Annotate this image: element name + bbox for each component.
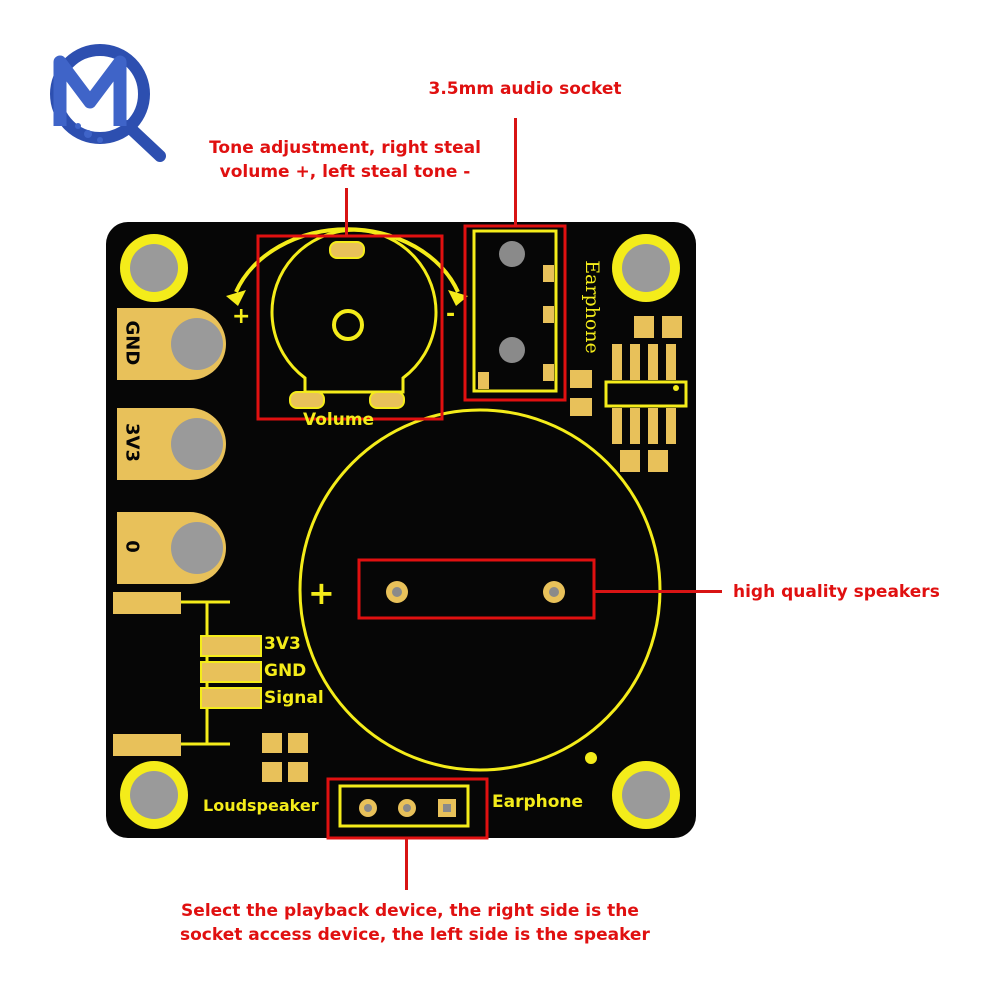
audio-socket-hole-bottom	[499, 337, 525, 363]
connector-tab-top	[113, 592, 181, 614]
connector-pad-signal	[200, 687, 262, 709]
annotation-audio-socket: 3.5mm audio socket	[428, 79, 622, 99]
audio-socket-hole-top	[499, 241, 525, 267]
mounting-hole-bottom-right	[612, 761, 680, 829]
rotation-arrow-right-head	[448, 290, 468, 306]
volume-knob-pad-top	[329, 241, 365, 259]
highlight-speaker-pads	[357, 558, 596, 620]
speaker-plus-sign: +	[308, 574, 335, 612]
mounting-hole-bottom-left	[120, 761, 188, 829]
switch-outline	[338, 784, 470, 828]
leader-line-tone	[345, 188, 348, 236]
annotation-tone-line2: volume +, left steal tone -	[219, 162, 471, 182]
volume-label: Volume	[303, 410, 375, 430]
pin-label-3v3: 3V3	[121, 423, 143, 462]
connector-pad-3v3	[200, 635, 262, 657]
pin-pad-gnd	[117, 308, 226, 380]
connector-label-signal: Signal	[264, 688, 324, 708]
volume-knob-pad-left	[289, 391, 325, 409]
annotation-switch-line2: socket access device, the left side is t…	[180, 925, 650, 945]
leader-line-audio-socket	[514, 118, 517, 226]
connector-tab-bottom	[113, 734, 181, 756]
pin-pad-0	[117, 512, 226, 584]
annotation-tone-line1: Tone adjustment, right steal	[209, 138, 481, 158]
knob-plus-sign: +	[232, 304, 251, 329]
highlight-volume-knob	[256, 234, 444, 421]
switch-label-earphone: Earphone	[492, 792, 584, 812]
pin-pad-3v3	[117, 408, 226, 480]
annotation-speakers: high quality speakers	[733, 582, 940, 602]
switch-label-loudspeaker: Loudspeaker	[203, 796, 319, 815]
annotation-switch-line1: Select the playback device, the right si…	[181, 901, 639, 921]
annotation-tone-adjustment: Tone adjustment, right steal volume +, l…	[190, 136, 500, 184]
mounting-hole-top-right	[612, 234, 680, 302]
pin-label-gnd: GND	[121, 320, 143, 366]
connector-label-gnd: GND	[264, 661, 307, 681]
pin-label-0: 0	[121, 540, 143, 553]
annotation-switch: Select the playback device, the right si…	[180, 899, 650, 947]
connector-pad-gnd	[200, 661, 262, 683]
brand-logo: MQ	[50, 44, 166, 162]
volume-knob-center	[332, 309, 364, 341]
leader-line-switch	[405, 838, 408, 890]
highlight-audio-socket	[463, 224, 567, 402]
mounting-hole-top-left	[120, 234, 188, 302]
volume-knob-pad-right	[369, 391, 405, 409]
connector-label-3v3: 3V3	[264, 634, 301, 654]
earphone-vertical-label: Earphone	[581, 260, 603, 354]
audio-socket-outline	[472, 229, 558, 393]
leader-line-speakers	[594, 590, 722, 593]
rotation-arrow-left-head	[226, 290, 246, 306]
knob-minus-sign: -	[446, 302, 456, 327]
